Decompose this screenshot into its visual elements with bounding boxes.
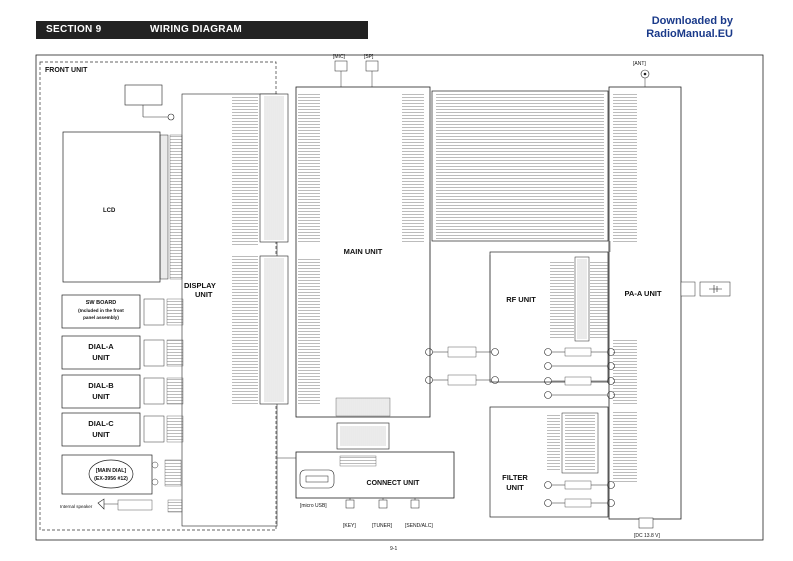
pa-pins-lower (613, 412, 637, 482)
internal-speaker-icon (97, 498, 105, 510)
send-alc-jack-label: [SEND/ALC] (405, 523, 433, 529)
main-dial-label-line1: [MAIN DIAL] (96, 468, 127, 474)
sp-jack-label: [SP] (364, 54, 374, 60)
front-jack-icon (167, 113, 175, 121)
lcd-panel (62, 131, 161, 283)
page-frame (35, 54, 764, 541)
rf-coax-group (544, 347, 615, 399)
main-dial-box (61, 454, 153, 495)
filter-unit-label-line2: UNIT (506, 483, 524, 492)
micro-usb-port-icon (299, 469, 335, 489)
dial-b-unit-box (61, 374, 141, 409)
top-module-box (124, 84, 163, 106)
pa-pins-upper (613, 92, 637, 242)
display-connector-lower-pins (232, 255, 258, 405)
dial-c-label-line1: DIAL-C (88, 419, 114, 428)
connect-unit-label: CONNECT UNIT (367, 480, 421, 487)
interconnect-wires (277, 241, 611, 459)
dial-c-label-line2: UNIT (92, 430, 110, 439)
micro-usb-label: [micro USB] (300, 503, 327, 509)
ant-jack-label: [ANT] (633, 61, 646, 67)
dial-a-label-line1: DIAL-A (88, 342, 114, 351)
rf-unit-label: RF UNIT (506, 295, 536, 304)
display-unit-label-line1: DISPLAY (184, 281, 216, 290)
sw-board-label-line3: panel assembly) (83, 315, 119, 320)
filter-unit-box (489, 406, 609, 518)
dial-b-label-line2: UNIT (92, 392, 110, 401)
dc-power-jack-icon (638, 517, 654, 529)
lcd-connector-pins (169, 134, 183, 280)
main-dial-encoder-icon (88, 459, 134, 489)
key-jack-label: [KEY] (343, 523, 356, 529)
lcd-flex-cable (159, 134, 169, 280)
dc-jack-label: [DC 13.8 V] (634, 533, 660, 539)
mic-jack-label: [MIC] (333, 54, 346, 60)
main-left-pins-upper (298, 92, 320, 242)
download-note-line2: RadioManual.EU (646, 28, 733, 40)
dial-a-unit-box (61, 335, 141, 370)
mic-jack-icon (334, 60, 348, 72)
sw-board-label-line2: (Included in the front (78, 308, 124, 313)
section-header-bar (36, 21, 368, 39)
dial-a-connector (143, 339, 165, 367)
section-number: SECTION 9 (46, 24, 102, 35)
display-unit-label-line2: UNIT (195, 290, 213, 299)
main-dial-label-line2: (EX-3956 #12) (94, 476, 128, 482)
tuner-jack-label: [TUNER] (372, 523, 393, 529)
dial-b-connector (143, 377, 165, 405)
page-number: 9-1 (390, 546, 398, 552)
pa-pins-middle (613, 340, 637, 405)
download-note-line1: Downloaded by (651, 15, 733, 27)
sw-board-box (61, 294, 141, 329)
dial-c-connector (143, 415, 165, 443)
lcd-label: LCD (103, 208, 116, 214)
display-connector-upper-pins (232, 95, 258, 245)
sw-board-label-line1: SW BOARD (86, 300, 117, 306)
sp-jack-icon (365, 60, 379, 72)
section-title: WIRING DIAGRAM (150, 24, 242, 35)
pa-unit-label: PA-A UNIT (624, 289, 661, 298)
download-note: Downloaded by RadioManual.EU (646, 15, 733, 41)
dial-c-unit-box (61, 412, 141, 447)
dial-a-label-line2: UNIT (92, 353, 110, 362)
main-rf-coax-group (425, 346, 499, 386)
main-bottom-connector (335, 397, 391, 417)
main-unit-label: MAIN UNIT (344, 247, 383, 256)
dial-b-label-line1: DIAL-B (88, 381, 114, 390)
front-unit-label: FRONT UNIT (45, 67, 88, 74)
main-right-pins (402, 92, 424, 242)
filter-unit-label-line1: FILTER (502, 473, 528, 482)
main-left-pins-lower (298, 258, 320, 406)
sw-board-connector (143, 298, 165, 326)
internal-speaker-label: Internal speaker (60, 504, 93, 509)
